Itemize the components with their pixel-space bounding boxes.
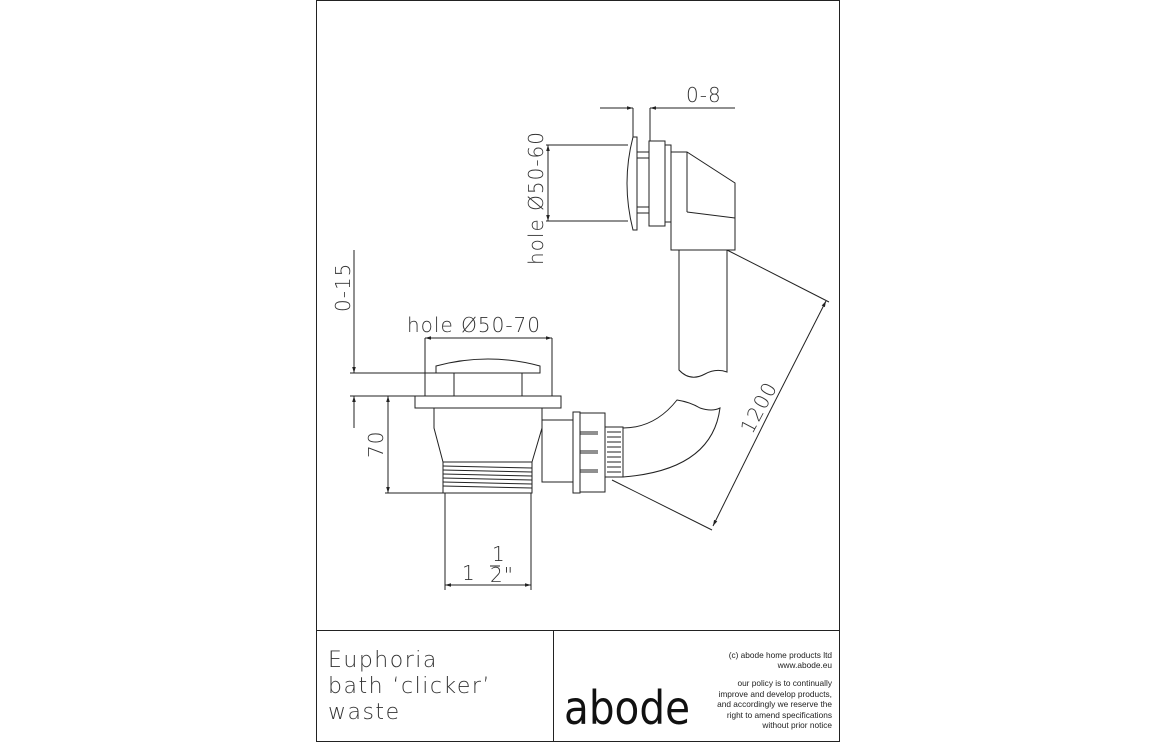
dim-thread-denominator: 2" xyxy=(490,563,514,587)
policy-line-2: improve and develop products, xyxy=(719,689,832,699)
policy-line-1: our policy is to continually xyxy=(737,678,832,688)
product-name-line-3: waste xyxy=(328,700,401,725)
policy-line-4: right to amend specifications xyxy=(727,710,832,720)
overflow-elbow xyxy=(670,151,736,251)
product-name-line-2: bath ‘clicker’ xyxy=(328,674,491,699)
policy-line-5: without prior notice xyxy=(761,720,832,730)
product-name-line-1: Euphoria xyxy=(328,648,438,673)
policy-line-3: and accordingly we reserve the xyxy=(717,699,832,709)
dim-overflow-adjust: 0-8 xyxy=(686,83,722,107)
overflow-cap xyxy=(626,136,638,231)
dim-thread-numerator: 1 xyxy=(492,542,506,566)
waste-cap xyxy=(435,358,541,374)
overflow-assembly xyxy=(626,136,736,378)
abode-logo: abode xyxy=(564,681,690,735)
dim-waste-height: 70 xyxy=(364,431,388,458)
overflow-dimensions: 0-8 hole Ø50-60 xyxy=(524,83,735,265)
website-text: www.abode.eu xyxy=(777,660,833,670)
dim-hose-length: 1200 xyxy=(735,378,782,438)
hose xyxy=(622,399,721,478)
dim-waste-adjust: 0-15 xyxy=(331,263,355,312)
dim-overflow-hole: hole Ø50-60 xyxy=(524,131,548,265)
waste-body xyxy=(433,407,543,463)
dim-thread-whole: 1 xyxy=(462,561,476,585)
waste-flange xyxy=(414,395,562,409)
drawing-frame xyxy=(316,0,840,742)
dim-waste-hole: hole Ø50-70 xyxy=(407,313,541,337)
title-block: Euphoria bath ‘clicker’ waste abode (c) … xyxy=(328,648,833,735)
copyright-text: (c) abode home products ltd xyxy=(729,650,833,660)
overflow-pipe xyxy=(678,250,728,378)
waste-assembly xyxy=(414,358,721,494)
